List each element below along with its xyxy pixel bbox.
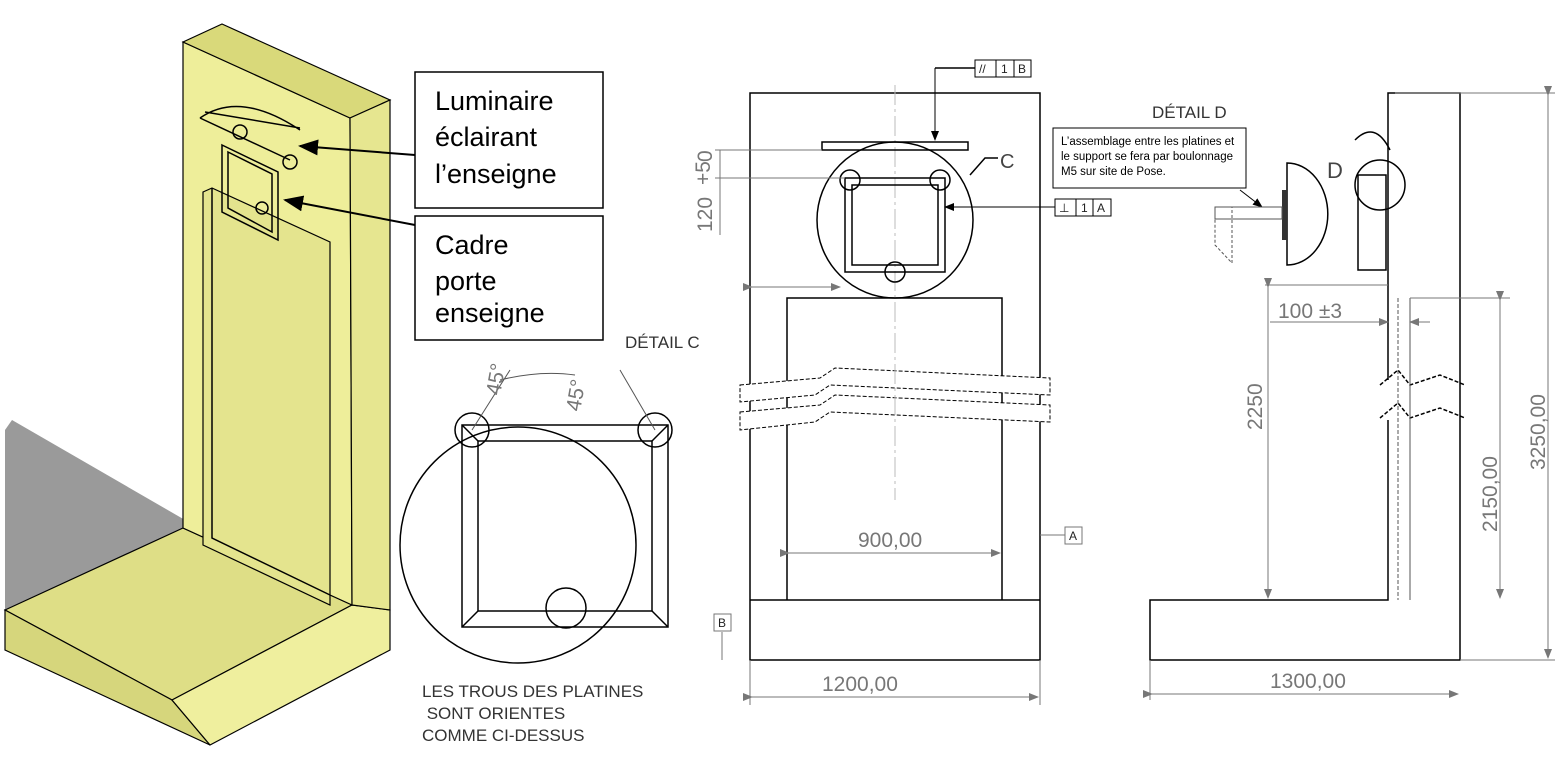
detail-d-note-2: M5 sur site de Pose. bbox=[1061, 166, 1166, 178]
luminaire-shape bbox=[199, 105, 301, 161]
detail-c-angle-right: 45° bbox=[562, 378, 590, 413]
front-view-datum-a: A bbox=[1069, 529, 1077, 543]
isometric-view bbox=[3, 23, 392, 746]
detail-c-note-2: COMME CI-DESSUS bbox=[422, 726, 584, 745]
front-view-datum-b: B bbox=[718, 616, 726, 630]
front-view-dim-tol-lower: 0 bbox=[694, 150, 717, 162]
front-view-fcf-side-1: 1 bbox=[1081, 201, 1088, 215]
detail-c: DÉTAIL C 45° 45° LES TROUS DES PLATINES … bbox=[399, 333, 700, 745]
callouts-luminaire-0: Luminaire bbox=[435, 86, 554, 116]
datum-a bbox=[1064, 526, 1083, 545]
callouts-cadre-2: enseigne bbox=[435, 298, 545, 328]
frame-shape bbox=[221, 143, 279, 242]
base-front-right bbox=[171, 604, 391, 746]
side-view: D 3250,00 2150,00 2250 100 ±3 1300,00 bbox=[1143, 86, 1555, 700]
callouts-luminaire-2: l’enseigne bbox=[435, 159, 557, 189]
detail-d-marker: D bbox=[1327, 158, 1343, 183]
detail-c-angle-left: 45° bbox=[482, 362, 510, 397]
fcf-parallelism: // 1 B bbox=[974, 59, 1032, 78]
callout-luminaire: Luminaire éclairant l’enseigne bbox=[298, 71, 604, 209]
callout-cadre: Cadre porte enseigne bbox=[283, 195, 604, 341]
callout-arrow bbox=[298, 139, 416, 156]
side-view-dim-3250: 3250,00 bbox=[1527, 394, 1550, 470]
door-recess bbox=[202, 187, 331, 606]
detail-c-note-1: SONT ORIENTES bbox=[422, 704, 565, 723]
front-view-dim-tol-upper: +5 bbox=[692, 161, 715, 185]
detail-d: DÉTAIL D L’assemblage entre les platines… bbox=[1052, 103, 1329, 266]
detail-c-marker: C bbox=[1000, 151, 1014, 173]
detail-c-title: DÉTAIL C bbox=[625, 333, 700, 352]
side-view-dim-100: 100 ±3 bbox=[1278, 300, 1342, 323]
side-view-dim-1300: 1300,00 bbox=[1270, 670, 1346, 693]
detail-d-note-1: le support se fera par boulonnage bbox=[1061, 151, 1233, 163]
detail-c-note-0: LES TROUS DES PLATINES bbox=[422, 682, 643, 701]
fcf-perpendicularity: ⊥ 1 A bbox=[1054, 198, 1112, 217]
detail-d-note-0: L’assemblage entre les platines et bbox=[1061, 136, 1235, 148]
callouts-cadre-0: Cadre bbox=[435, 230, 509, 260]
front-view-fcf-top-0: // bbox=[979, 62, 986, 76]
front-view-dim-120: 120 bbox=[694, 197, 717, 232]
detail-d-title: DÉTAIL D bbox=[1152, 103, 1227, 122]
front-view-dim-1200: 1200,00 bbox=[822, 673, 898, 696]
callout-arrow bbox=[283, 195, 416, 226]
front-view-fcf-top-1: 1 bbox=[1001, 62, 1008, 76]
datum-b bbox=[713, 613, 732, 632]
wall-side bbox=[349, 99, 391, 611]
front-view-fcf-side-2: A bbox=[1097, 201, 1105, 215]
front-view-fcf-top-2: B bbox=[1018, 62, 1026, 76]
front-view-dim-900: 900,00 bbox=[858, 529, 922, 552]
front-view-fcf-side-0: ⊥ bbox=[1059, 201, 1069, 215]
front-view: // 1 B ⊥ 1 A C +5 0 120 900,00 1200,00 A… bbox=[692, 59, 1112, 705]
callouts-cadre-1: porte bbox=[435, 266, 497, 296]
callouts-luminaire-1: éclairant bbox=[435, 122, 538, 152]
side-view-dim-2150: 2150,00 bbox=[1479, 456, 1502, 532]
side-view-dim-2250: 2250 bbox=[1244, 383, 1267, 430]
door-edge bbox=[211, 188, 331, 596]
